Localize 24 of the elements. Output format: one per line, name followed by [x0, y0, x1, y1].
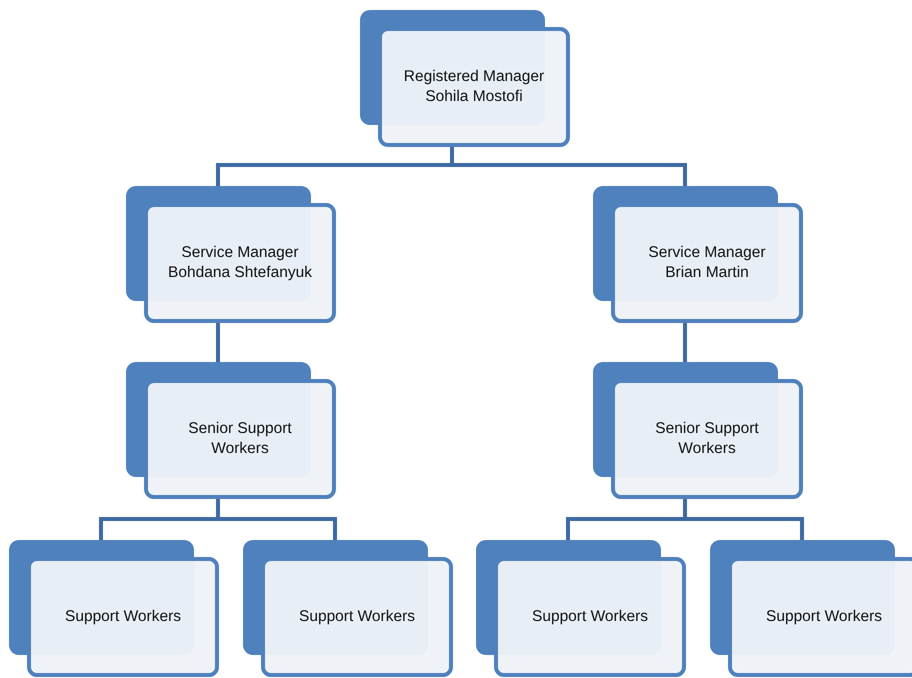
org-chart-box — [593, 186, 803, 323]
org-chart-box — [9, 540, 219, 677]
org-chart-box — [243, 540, 453, 677]
org-chart-box — [476, 540, 686, 677]
role-title: Senior Support Workers — [654, 419, 760, 459]
role-title: Registered Manager — [404, 67, 544, 87]
org-chart-box — [593, 362, 803, 499]
org-chart-box — [126, 362, 336, 499]
role-title: Senior Support Workers — [187, 419, 293, 459]
connector-line — [450, 147, 687, 186]
role-title: Support Workers — [64, 607, 181, 627]
person-name: Bohdana Shtefanyuk — [168, 263, 312, 283]
org-chart-box — [126, 186, 336, 323]
person-name: Brian Martin — [665, 263, 749, 283]
connector-line — [216, 323, 220, 362]
role-title: Service Manager — [648, 243, 766, 263]
org-chart-box — [710, 540, 912, 677]
org-chart-box — [360, 10, 570, 147]
connector-line — [683, 323, 687, 362]
role-title: Support Workers — [766, 607, 882, 627]
person-name: Sohila Mostofi — [425, 87, 523, 107]
role-title: Support Workers — [532, 607, 648, 627]
role-title: Support Workers — [298, 607, 415, 627]
role-title: Service Manager — [181, 243, 299, 263]
